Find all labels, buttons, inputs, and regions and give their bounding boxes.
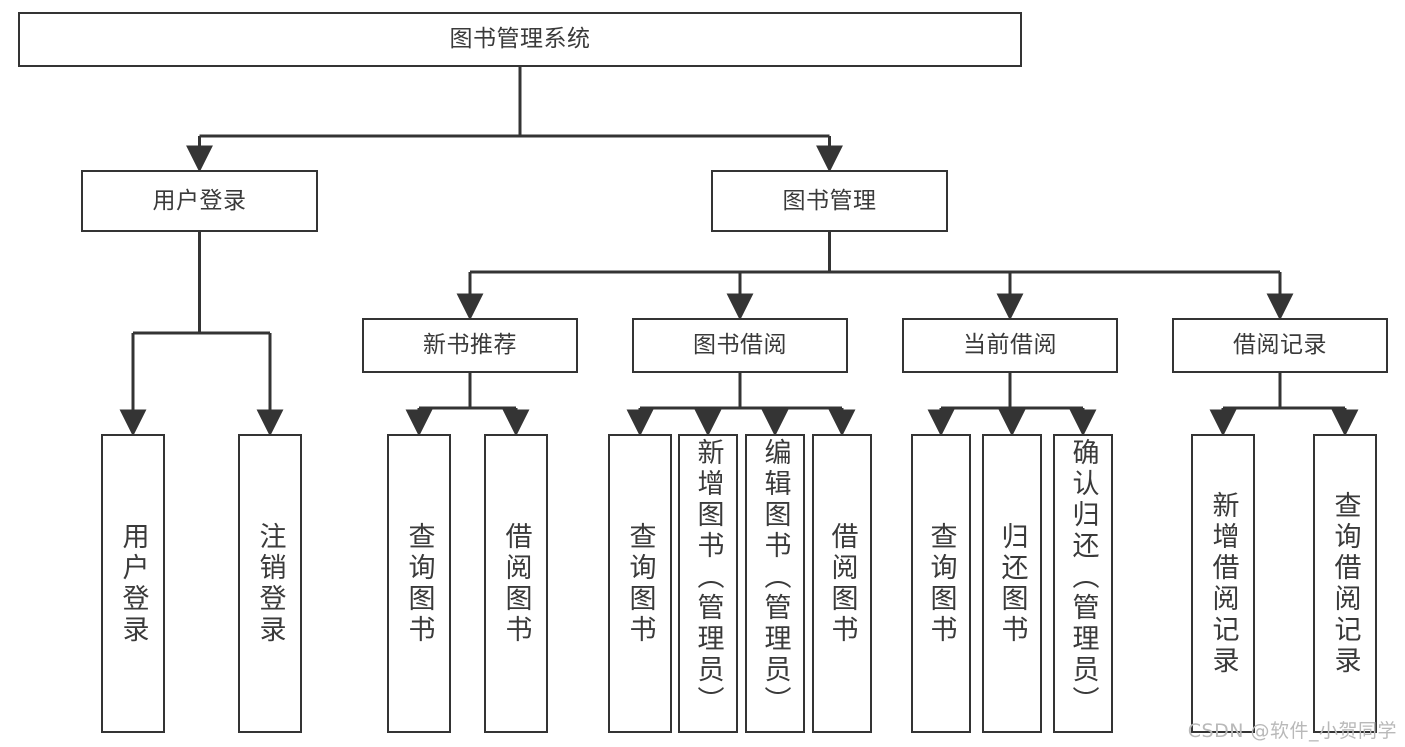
watermark-text: CSDN @软件_小贺同学 xyxy=(1187,720,1397,742)
node-current-borrow[interactable]: 当前借阅 xyxy=(902,318,1118,373)
leaf-leaf-add-book[interactable]: 新增图书（管理员） xyxy=(678,434,738,733)
leaf-leaf-query-book-recommend[interactable]: 查询图书 xyxy=(387,434,451,733)
leaf-leaf-confirm-return[interactable]: 确认归还（管理员） xyxy=(1053,434,1113,733)
leaf-leaf-query-book-borrow[interactable]: 查询图书 xyxy=(608,434,672,733)
node-book-borrow[interactable]: 图书借阅 xyxy=(632,318,848,373)
node-label: 注销登录 xyxy=(254,521,286,646)
leaf-leaf-borrow-book-recommend[interactable]: 借阅图书 xyxy=(484,434,548,733)
node-label: 编辑图书（管理员） xyxy=(759,438,791,717)
node-user-login[interactable]: 用户登录 xyxy=(81,170,318,232)
node-label: 用户登录 xyxy=(117,521,149,646)
node-label: 借阅记录 xyxy=(1233,332,1327,359)
node-book-manage[interactable]: 图书管理 xyxy=(711,170,948,232)
leaf-leaf-logout[interactable]: 注销登录 xyxy=(238,434,302,733)
node-label: 归还图书 xyxy=(996,521,1028,646)
node-label: 当前借阅 xyxy=(963,332,1057,359)
node-label: 图书借阅 xyxy=(693,332,787,359)
leaf-leaf-query-record[interactable]: 查询借阅记录 xyxy=(1313,434,1377,733)
node-label: 借阅图书 xyxy=(500,521,532,646)
node-label: 用户登录 xyxy=(152,187,247,214)
node-label: 新增图书（管理员） xyxy=(692,438,724,717)
leaf-leaf-add-record[interactable]: 新增借阅记录 xyxy=(1191,434,1255,733)
node-label: 新书推荐 xyxy=(423,332,517,359)
node-label: 查询图书 xyxy=(925,521,957,646)
node-label: 确认归还（管理员） xyxy=(1067,438,1099,717)
node-label: 图书管理系统 xyxy=(449,26,591,53)
leaf-leaf-user-login[interactable]: 用户登录 xyxy=(101,434,165,733)
leaf-leaf-borrow-book[interactable]: 借阅图书 xyxy=(812,434,872,733)
leaf-leaf-edit-book[interactable]: 编辑图书（管理员） xyxy=(745,434,805,733)
node-borrow-record[interactable]: 借阅记录 xyxy=(1172,318,1388,373)
node-label: 图书管理 xyxy=(782,187,877,214)
leaf-leaf-query-book-current[interactable]: 查询图书 xyxy=(911,434,971,733)
node-label: 借阅图书 xyxy=(826,521,858,646)
node-label: 查询图书 xyxy=(403,521,435,646)
node-new-book-recommend[interactable]: 新书推荐 xyxy=(362,318,578,373)
node-label: 查询借阅记录 xyxy=(1329,490,1361,677)
node-root[interactable]: 图书管理系统 xyxy=(18,12,1022,67)
connector-edges xyxy=(119,67,1359,437)
node-label: 查询图书 xyxy=(624,521,656,646)
node-label: 新增借阅记录 xyxy=(1207,490,1239,677)
leaf-leaf-return-book[interactable]: 归还图书 xyxy=(982,434,1042,733)
